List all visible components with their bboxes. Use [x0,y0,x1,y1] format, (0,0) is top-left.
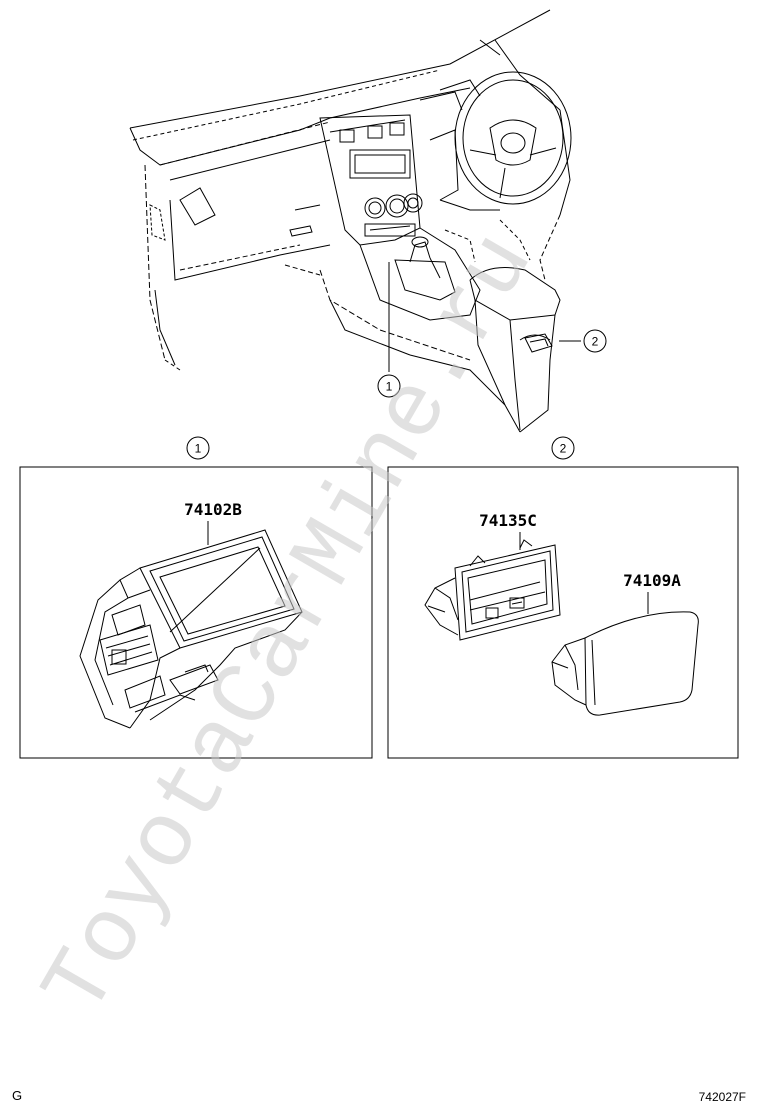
part-74135C-illustration [424,539,561,641]
panel-2-callout: 2 [551,436,575,460]
part-label-74135C: 74135C [479,511,537,550]
overview-callout-2: 2 [583,329,607,353]
overview-callout-1: 1 [377,374,401,398]
svg-text:74135C: 74135C [479,511,537,530]
dashboard-overview-illustration [129,9,581,433]
svg-text:74102B: 74102B [184,500,242,519]
footer-right-code: 742027F [698,1090,746,1104]
svg-text:1: 1 [386,380,393,394]
part-74109A-illustration [551,611,699,716]
footer-left-code: G [12,1088,23,1103]
svg-text:2: 2 [592,335,599,349]
part-label-74109A: 74109A [623,571,681,614]
part-74102B-illustration [79,529,303,729]
panel-1-frame [19,466,373,759]
svg-text:1: 1 [195,442,202,456]
svg-text:2: 2 [560,442,567,456]
svg-text:74109A: 74109A [623,571,681,590]
part-label-74102B: 74102B [184,500,242,545]
panel-1-callout: 1 [186,436,210,460]
panel-2-frame [387,466,739,759]
